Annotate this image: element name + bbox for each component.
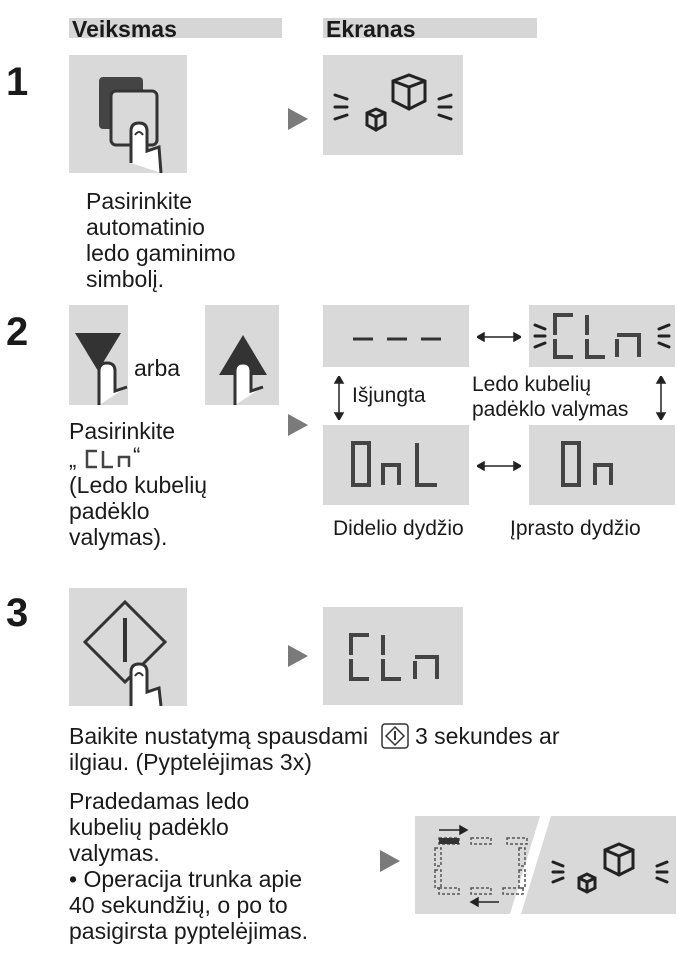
select-button-panel[interactable] [69, 55, 187, 173]
label-normal: Įprasto dydžio [510, 517, 641, 540]
display-normal [529, 425, 675, 505]
start-button-panel[interactable] [69, 588, 187, 706]
vertical-double-arrow-left [333, 376, 345, 420]
result-text: Pradedamas ledo kubelių padėklo valymas. [69, 788, 250, 866]
display-ice-auto [323, 55, 463, 155]
header-display: Ekranas [323, 18, 537, 41]
step2-instruction-a: Pasirinkite [69, 418, 176, 444]
finish-instruction-b: 3 sekundes ar [415, 723, 560, 749]
down-triangle-icon [75, 333, 128, 405]
finish-instruction-c: ilgiau. (Pyptelėjimas 3x) [69, 749, 312, 775]
step-number-1: 1 [6, 60, 29, 104]
label-off: Išjungta [352, 384, 426, 407]
connector-or: arba [134, 355, 181, 381]
select-button-icon [99, 77, 163, 173]
up-button-panel[interactable] [205, 305, 279, 405]
arrow-right-icon [288, 108, 308, 130]
double-arrow-icon [477, 331, 521, 343]
start-button-icon [82, 599, 168, 706]
step1-instruction: Pasirinkite automatinio ledo gaminimo si… [86, 188, 236, 292]
arrow-right-icon [288, 414, 308, 436]
step2-instruction-b: (Ledo kubelių padėklo valymas). [69, 472, 208, 550]
label-large: Didelio dydžio [333, 517, 464, 540]
svg-text:„: „ [69, 447, 76, 471]
double-arrow-icon [477, 460, 521, 472]
header-action: Veiksmas [69, 18, 282, 41]
down-button-panel[interactable] [69, 305, 128, 405]
start-key-inline-icon [381, 723, 409, 749]
display-large [323, 425, 469, 505]
bullet-operation-time: • Operacija trunka apie 40 sekundžių, o … [69, 866, 309, 944]
display-off [323, 305, 469, 367]
display-cleaning-animation [415, 816, 676, 914]
display-cln [323, 607, 463, 705]
finish-instruction-a: Baikite nustatymą spausdami [69, 723, 369, 749]
cln-inline-symbol: „ “ [69, 447, 169, 471]
display-cleaning [529, 305, 675, 367]
vertical-double-arrow-right [655, 376, 667, 420]
svg-text:“: “ [133, 447, 140, 468]
step-number-2: 2 [6, 310, 29, 354]
up-triangle-icon [219, 335, 267, 405]
ice-cube-icon [333, 73, 453, 132]
step-number-3: 3 [6, 591, 29, 635]
label-cleaning: Ledo kubelių padėklo valymas [472, 373, 629, 421]
arrow-right-icon [380, 850, 400, 872]
arrow-right-icon [288, 645, 308, 667]
